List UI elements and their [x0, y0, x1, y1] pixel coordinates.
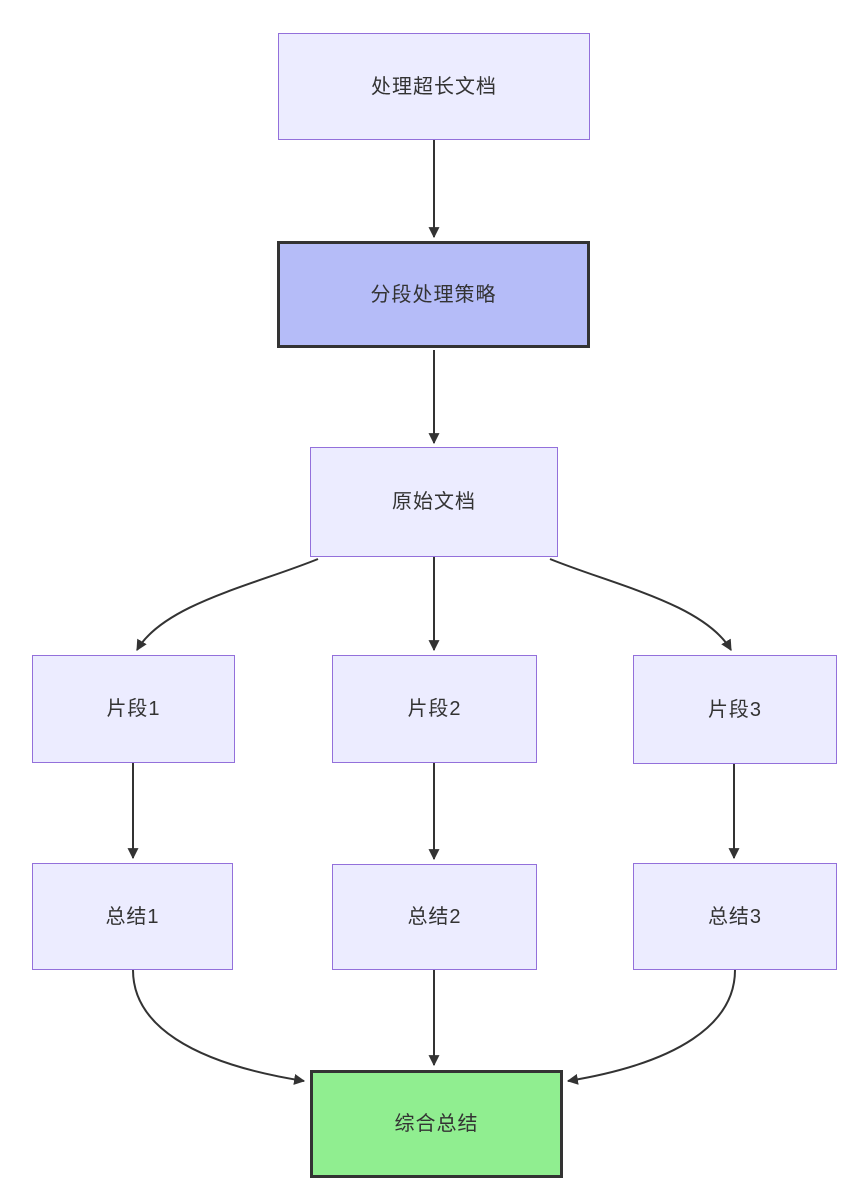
node-E2: 总结2 [332, 864, 537, 970]
node-E3: 总结3 [633, 863, 837, 970]
node-F: 综合总结 [310, 1070, 563, 1178]
node-D3: 片段3 [633, 655, 837, 764]
edge-E1-F [132, 969, 306, 1085]
node-label-A: 处理超长文档 [371, 75, 497, 98]
node-label-D2: 片段2 [407, 698, 462, 720]
node-label-F: 综合总结 [394, 1113, 479, 1135]
node-E1: 总结1 [32, 863, 233, 970]
node-A: 处理超长文档 [278, 33, 590, 140]
node-label-E2: 总结2 [407, 906, 462, 928]
node-label-D1: 片段1 [106, 698, 161, 720]
node-D2: 片段2 [332, 655, 537, 763]
node-label-D3: 片段3 [707, 698, 763, 721]
edge-E3-F [566, 969, 736, 1085]
edge-C-D3 [549, 558, 732, 651]
node-label-E3: 总结3 [707, 905, 763, 928]
edge-C-D1 [136, 558, 319, 651]
node-label-B: 分段处理策略 [370, 283, 497, 306]
node-B: 分段处理策略 [277, 241, 590, 348]
node-C: 原始文档 [310, 447, 558, 557]
node-label-E1: 总结1 [105, 905, 160, 928]
node-label-C: 原始文档 [392, 491, 476, 513]
node-D1: 片段1 [32, 655, 235, 763]
